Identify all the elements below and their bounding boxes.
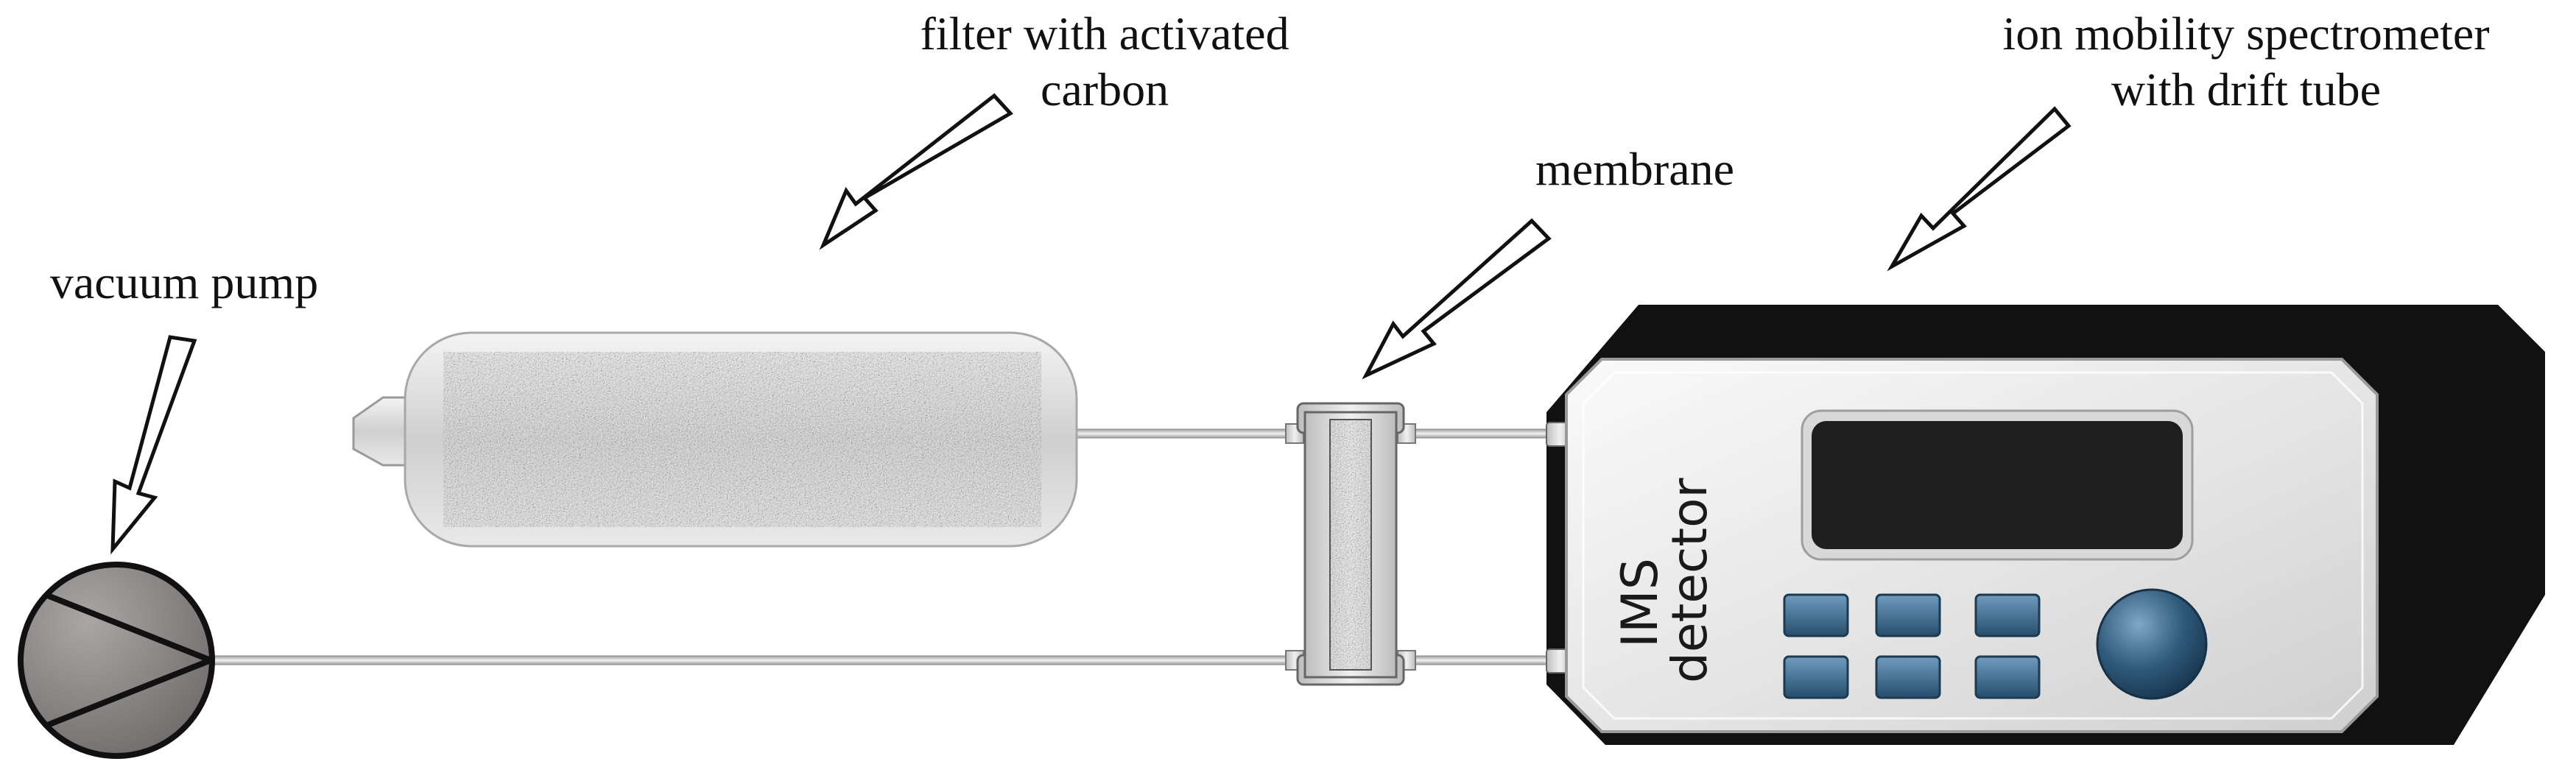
vacuum-pump bbox=[18, 562, 215, 759]
membrane-label: membrane bbox=[1495, 141, 1775, 197]
filter-label-line2: carbon bbox=[1040, 63, 1169, 116]
device-button[interactable] bbox=[1875, 655, 1941, 699]
arrow-to-filter bbox=[819, 93, 1013, 250]
ims-label-line1: ion mobility spectrometer bbox=[2002, 7, 2490, 60]
device-label-detector: detector bbox=[1661, 478, 1718, 683]
device-panel-highlight bbox=[1582, 371, 2364, 720]
device-display-screen bbox=[1812, 421, 2183, 549]
membrane-module bbox=[1285, 402, 1416, 686]
device-button[interactable] bbox=[1783, 593, 1849, 637]
device-button[interactable] bbox=[1974, 593, 2041, 637]
ims-detector-device bbox=[1546, 305, 2545, 745]
arrow-to-membrane bbox=[1362, 218, 1552, 380]
filter-label: filter with activated carbon bbox=[825, 6, 1384, 118]
tube-membrane-to-ims-top bbox=[1407, 428, 1556, 439]
tube-filter-to-membrane bbox=[1066, 428, 1310, 439]
membrane-element-outline bbox=[1329, 419, 1372, 671]
arrow-to-pump bbox=[110, 335, 197, 555]
pump-body bbox=[18, 562, 215, 759]
ims-label-line2: with drift tube bbox=[2111, 63, 2382, 116]
device-button[interactable] bbox=[1974, 655, 2041, 699]
tube-membrane-to-ims-bottom bbox=[1407, 655, 1556, 665]
pump-label-text: vacuum pump bbox=[49, 256, 319, 308]
activated-carbon-filter bbox=[352, 331, 1078, 548]
membrane-label-text: membrane bbox=[1535, 143, 1735, 195]
arrow-to-ims bbox=[1887, 106, 2072, 272]
pointer-arrows bbox=[110, 93, 2072, 555]
device-knob[interactable] bbox=[2096, 588, 2208, 700]
tube-pump-to-membrane bbox=[213, 655, 1310, 665]
filter-label-line1: filter with activated bbox=[920, 7, 1289, 60]
membrane-element bbox=[1330, 420, 1371, 670]
pump-symbol-upper-line bbox=[44, 592, 212, 663]
pump-label: vacuum pump bbox=[0, 255, 368, 311]
ims-label: ion mobility spectrometer with drift tub… bbox=[1922, 6, 2570, 118]
filter-carbon-bed bbox=[443, 352, 1041, 527]
device-button[interactable] bbox=[1875, 593, 1941, 637]
pump-symbol-lower-line bbox=[44, 657, 212, 729]
device-button[interactable] bbox=[1783, 655, 1849, 699]
device-keypad bbox=[1783, 593, 2041, 699]
device-label-ims: IMS bbox=[1611, 558, 1669, 648]
